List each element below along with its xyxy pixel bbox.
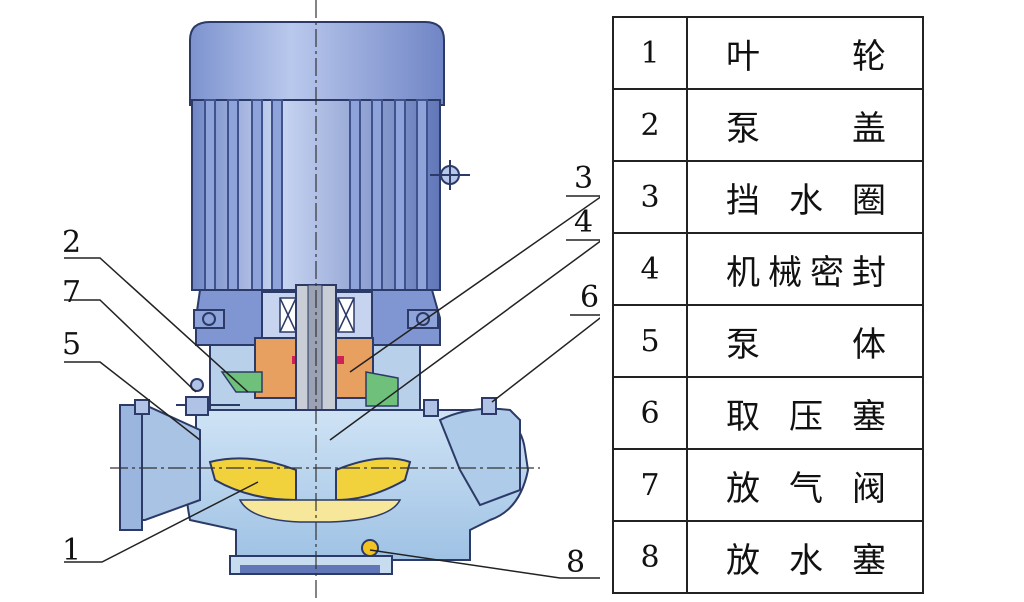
callout-1: 1 (62, 533, 81, 568)
legend-part-name: 取压塞 (686, 376, 924, 450)
motor (189, 21, 470, 346)
legend-number: 6 (612, 376, 688, 450)
callout-5: 5 (62, 327, 81, 362)
legend-row: 1 叶轮 (612, 16, 924, 90)
callout-8: 8 (566, 545, 585, 580)
legend-number: 8 (612, 520, 688, 594)
callout-2: 2 (62, 225, 81, 260)
legend-number: 4 (612, 232, 688, 306)
legend-part-name-text: 挡水圈 (726, 180, 886, 221)
impeller (208, 457, 412, 523)
legend-row: 4 机械密封 (612, 232, 924, 306)
legend-part-name-text: 泵盖 (726, 108, 886, 149)
legend-part-name-text: 取压塞 (726, 396, 886, 437)
legend-part-name: 泵盖 (686, 88, 924, 162)
pump-cross-section-diagram: 1 2 3 4 5 6 7 8 (62, 0, 600, 602)
legend-number: 1 (612, 16, 688, 90)
legend-part-name-text: 放水塞 (726, 540, 886, 581)
legend-part-name: 挡水圈 (686, 160, 924, 234)
legend-row: 8 放水塞 (612, 520, 924, 594)
callout-6: 6 (580, 280, 599, 315)
legend-part-name-text: 叶轮 (726, 36, 886, 77)
legend-row: 6 取压塞 (612, 376, 924, 450)
legend-part-name: 叶轮 (686, 16, 924, 90)
legend-part-name: 泵体 (686, 304, 924, 378)
parts-legend-table: 1 叶轮 2 泵盖 3 挡水圈 4 机械密封 5 泵体 6 取压塞 7 放气阀 8 放水塞 (612, 16, 924, 594)
legend-row: 3 挡水圈 (612, 160, 924, 234)
legend-part-name-text: 泵体 (726, 324, 886, 365)
callout-7: 7 (62, 275, 81, 310)
legend-part-name-text: 放气阀 (726, 468, 886, 509)
legend-row: 2 泵盖 (612, 88, 924, 162)
callout-3: 3 (574, 161, 593, 196)
lifting-eye-icon (430, 160, 470, 190)
legend-number: 7 (612, 448, 688, 522)
legend-part-name: 放气阀 (686, 448, 924, 522)
legend-row: 5 泵体 (612, 304, 924, 378)
legend-part-name: 放水塞 (686, 520, 924, 594)
legend-number: 5 (612, 304, 688, 378)
legend-part-name-text: 机械密封 (726, 252, 886, 293)
callout-4: 4 (574, 205, 593, 240)
legend-part-name: 机械密封 (686, 232, 924, 306)
legend-number: 2 (612, 88, 688, 162)
legend-row: 7 放气阀 (612, 448, 924, 522)
drain-plug-icon (361, 539, 379, 557)
legend-number: 3 (612, 160, 688, 234)
air-vent-valve-icon (176, 378, 240, 416)
